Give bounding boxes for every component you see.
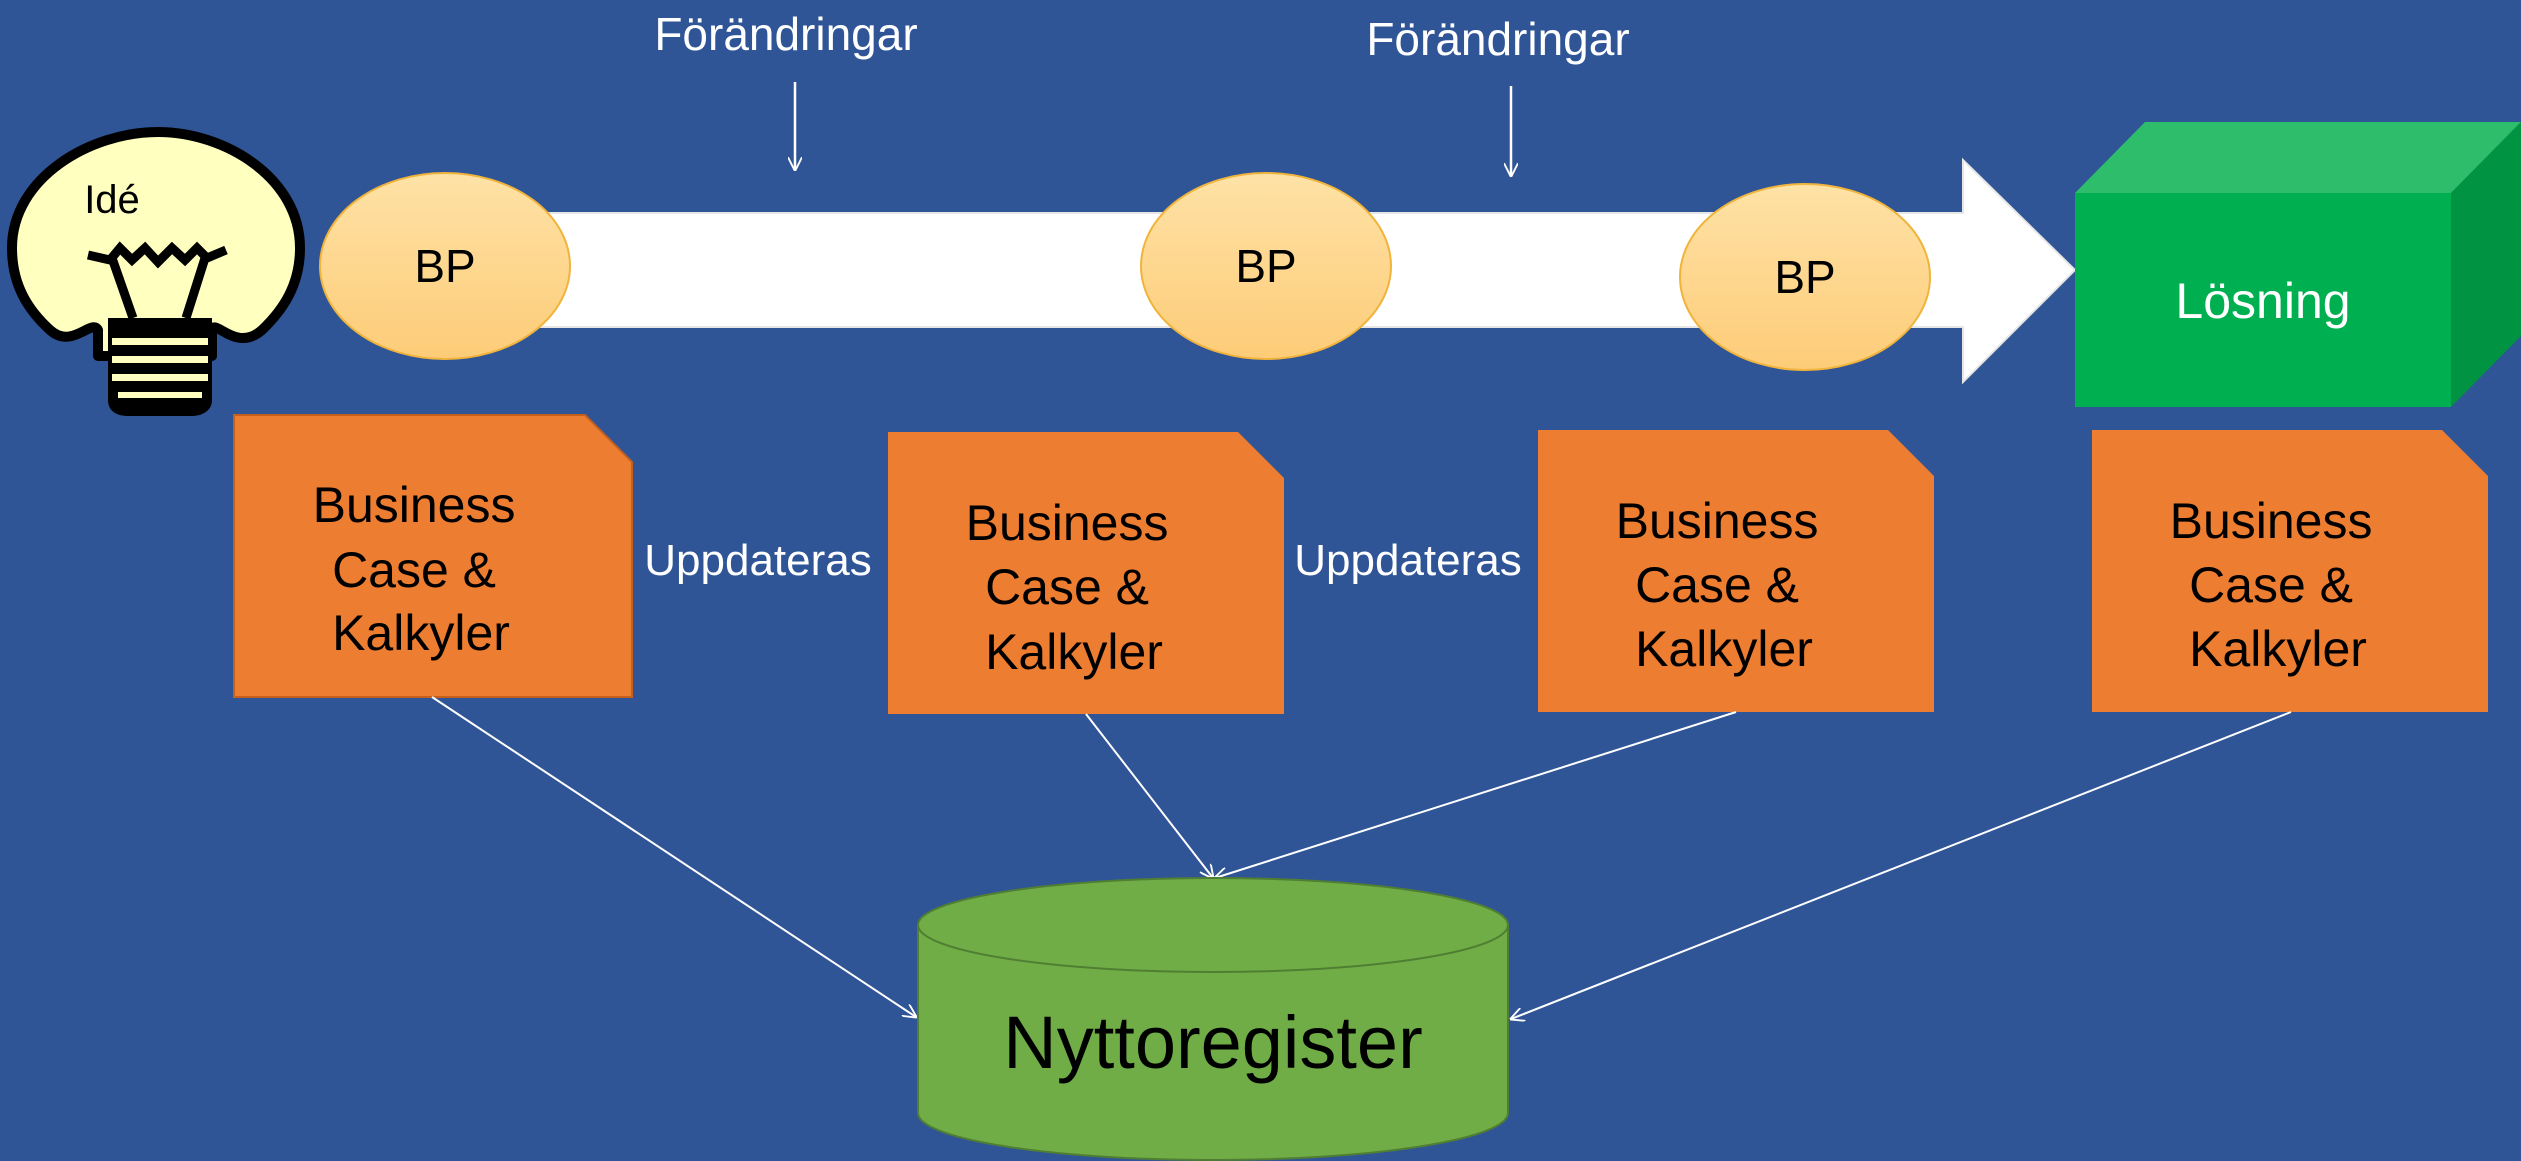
svg-text:Business Case & Ka: Business Case & Kalkyler [1616,493,1833,677]
connector-arrow-1 [431,696,916,1017]
benefits-register-cylinder: Nyttoregister [917,877,1509,1161]
business-case-1-line-2: Case & [332,542,496,598]
business-case-card-2: Business Case & Kalkyler [888,432,1284,714]
checkpoint-1: BP [319,172,571,360]
business-case-2-line-1: Business [966,495,1169,551]
change-label-1: Förändringar [654,8,917,60]
business-case-3-line-3: Kalkyler [1635,621,1813,677]
svg-text:Business Case & Ka: Business Case & Kalkyler [2170,493,2387,677]
business-case-card-1: Business Case & Kalkyler [233,414,633,698]
svg-text:Business Case & Ka: Business Case & Kalkyler [966,495,1183,680]
idea-label: Idé [84,178,140,222]
business-case-4-line-2: Case & [2189,557,2353,613]
connector-arrow-4 [1511,711,2292,1019]
update-label-1: Uppdateras [644,536,871,585]
update-label-2: Uppdateras [1294,536,1521,585]
checkpoint-3: BP [1679,183,1931,371]
lightbulb-icon [7,127,305,416]
svg-text:Business Case & Ka: Business Case & Kalkyler [313,477,530,661]
change-label-2: Förändringar [1366,13,1629,65]
business-case-card-3: Business Case & Kalkyler [1538,430,1934,712]
register-label: Nyttoregister [1003,1001,1422,1084]
business-case-card-4: Business Case & Kalkyler [2092,430,2488,712]
business-case-1-line-1: Business [313,477,516,533]
business-case-3-line-2: Case & [1635,557,1799,613]
connector-arrow-3 [1215,711,1737,878]
checkpoint-2: BP [1140,172,1392,360]
checkpoint-label-1: BP [414,240,475,292]
checkpoint-label-2: BP [1235,240,1296,292]
business-case-1-line-3: Kalkyler [332,605,510,661]
checkpoint-label-3: BP [1774,251,1835,303]
business-case-2-line-2: Case & [985,559,1149,615]
business-case-4-line-1: Business [2170,493,2373,549]
solution-label: Lösning [2175,273,2350,329]
solution-cube: Lösning [2075,122,2521,407]
business-case-3-line-1: Business [1616,493,1819,549]
connector-arrow-2 [1085,713,1213,878]
business-case-2-line-3: Kalkyler [985,624,1163,680]
business-case-4-line-3: Kalkyler [2189,621,2367,677]
